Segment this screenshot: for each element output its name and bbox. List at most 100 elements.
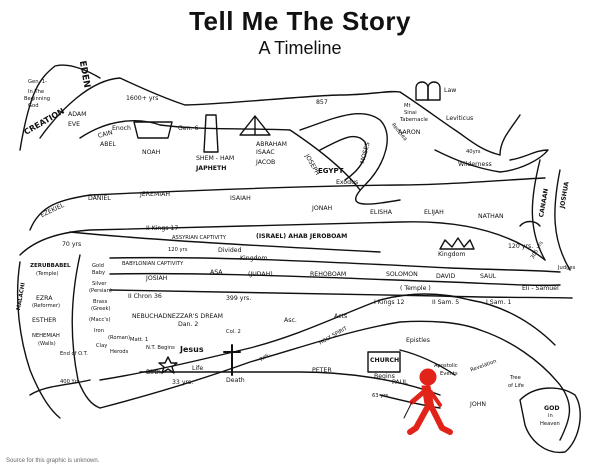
label-solomon: SOLOMON: [386, 271, 418, 278]
label-apostolic: Apostolic: [434, 363, 458, 369]
label-acts: Acts: [334, 313, 348, 320]
label-death: Death: [226, 377, 245, 384]
label-kingdom1: Kingdom: [240, 255, 268, 262]
label-gold: Gold: [92, 263, 104, 269]
label-nehemiah: NEHEMIAH: [32, 333, 60, 339]
label-70yrs: 70 yrs: [62, 241, 82, 248]
label-events: Events: [440, 371, 458, 377]
label-beginning: Beginning: [24, 96, 51, 102]
label-kingdom2: Kingdom: [438, 251, 466, 258]
label-egypt: EGYPT: [318, 167, 344, 175]
label-eve: EVE: [68, 121, 81, 128]
label-asa: ASA: [210, 269, 223, 276]
label-david: DAVID: [436, 273, 456, 280]
label-enoch: Enoch: [112, 125, 131, 132]
traveler-figure-icon: [403, 368, 453, 435]
label-dan2: Dan. 2: [178, 321, 199, 328]
label-nt-begins: N.T. Begins: [146, 345, 175, 351]
label-assyrian-captivity: ASSYRIAN CAPTIVITY: [172, 235, 226, 241]
label-life: Life: [192, 365, 204, 372]
label-paul: PAUL: [392, 379, 408, 386]
label-brass: Brass: [93, 299, 108, 305]
label-1600-yrs: 1600+ yrs: [126, 95, 159, 102]
label-judges: Judges: [558, 265, 576, 271]
label-saul: SAUL: [480, 273, 497, 280]
label-gen6: Gen. 6: [178, 125, 199, 132]
label-temple1: (Temple): [36, 271, 59, 277]
label-divided: Divided: [218, 247, 242, 254]
label-josiah: JOSIAH: [146, 275, 168, 282]
label-857: 857: [316, 99, 328, 106]
label-roman: (Roman): [108, 335, 131, 341]
label-kings17: II Kings 17: [146, 225, 179, 232]
label-shem-ham: SHEM - HAM: [196, 155, 235, 162]
label-asc: Asc.: [284, 317, 297, 324]
label-col2: Col. 2: [226, 329, 241, 335]
label-noah: NOAH: [142, 149, 161, 156]
label-temple2: ( Temple ): [400, 285, 431, 292]
label-birth: Birth: [146, 369, 161, 376]
label-jesus: Jesus: [180, 345, 204, 354]
label-elijah: ELIJAH: [424, 209, 444, 216]
label-400yrs: 400 Yrs: [60, 379, 80, 385]
label-god-heaven: GOD: [544, 405, 560, 412]
label-abraham: ABRAHAM: [256, 141, 287, 148]
label-heaven: Heaven: [540, 421, 560, 427]
label-40yrs: 40yrs: [466, 149, 481, 155]
label-greek: (Greek): [91, 306, 111, 312]
label-god-in: in: [548, 413, 553, 419]
label-baby: Baby: [92, 270, 106, 276]
label-sinai: Sinai: [404, 110, 417, 116]
label-iron: Iron: [94, 328, 105, 334]
label-japheth: JAPHETH: [196, 165, 227, 172]
label-adam: ADAM: [68, 111, 87, 118]
label-maccs: (Macc's): [89, 317, 111, 323]
label-of-life: of Life: [508, 383, 524, 389]
label-in-the: In The: [28, 89, 45, 95]
label-tabernacle: Tabernacle: [400, 117, 428, 123]
label-kings12: I Kings 12: [374, 299, 405, 306]
label-epistles: Epistles: [406, 337, 430, 344]
label-chron36: II Chron 36: [128, 293, 162, 300]
label-jacob: JACOB: [256, 159, 276, 166]
label-clay: Clay: [96, 343, 108, 349]
label-herods: Herods: [110, 349, 129, 355]
label-jonah: JONAH: [312, 205, 333, 212]
label-wilderness: Wilderness: [458, 161, 492, 168]
label-exodus: Exodus: [336, 179, 359, 186]
label-isaiah: ISAIAH: [230, 195, 251, 202]
label-120yrs-b: 120 yrs.: [508, 243, 534, 250]
label-tree: Tree: [510, 375, 521, 381]
label-gen1: Gen. 1-: [28, 79, 47, 85]
label-persian: (Persian): [89, 288, 112, 294]
label-33yrs: 33 yrs.: [172, 379, 194, 386]
label-nebuchadnezzar: NEBUCHADNEZZAR'S DREAM: [132, 313, 223, 320]
label-israel: (ISRAEL) AHAB JEROBOAM: [256, 233, 348, 240]
label-rehoboam: REHOBOAM: [310, 271, 347, 278]
label-end-ot: End of O.T.: [60, 351, 88, 357]
label-law: Law: [444, 87, 457, 94]
label-abel: ABEL: [100, 141, 116, 148]
label-reformer: (Reformer): [32, 303, 61, 309]
label-nathan: NATHAN: [478, 213, 504, 220]
label-leviticus: Leviticus: [446, 115, 474, 122]
label-sam5: II Sam. 5: [432, 299, 460, 306]
label-aaron: AARON: [398, 129, 421, 136]
page-title: Tell Me The Story: [189, 6, 411, 36]
source-credit: Source for this graphic is unknown.: [6, 458, 100, 464]
label-matt1: Matt. 1: [130, 337, 149, 343]
label-silver: Silver: [92, 281, 107, 287]
label-esther: ESTHER: [32, 317, 57, 324]
label-judah: (JUDAH): [248, 271, 273, 278]
label-ezra: EZRA: [36, 295, 53, 302]
label-isaac: ISAAC: [256, 149, 275, 156]
label-church: CHURCH: [370, 357, 400, 364]
label-jeremiah: JEREMIAH: [140, 191, 170, 198]
label-399yrs: 399 yrs.: [226, 295, 252, 302]
label-peter: PETER: [312, 367, 332, 374]
label-zerubbabel: ZERUBBABEL: [30, 263, 71, 269]
label-god: God: [28, 103, 39, 109]
label-babylonian-captivity: BABYLONIAN CAPTIVITY: [122, 261, 184, 267]
